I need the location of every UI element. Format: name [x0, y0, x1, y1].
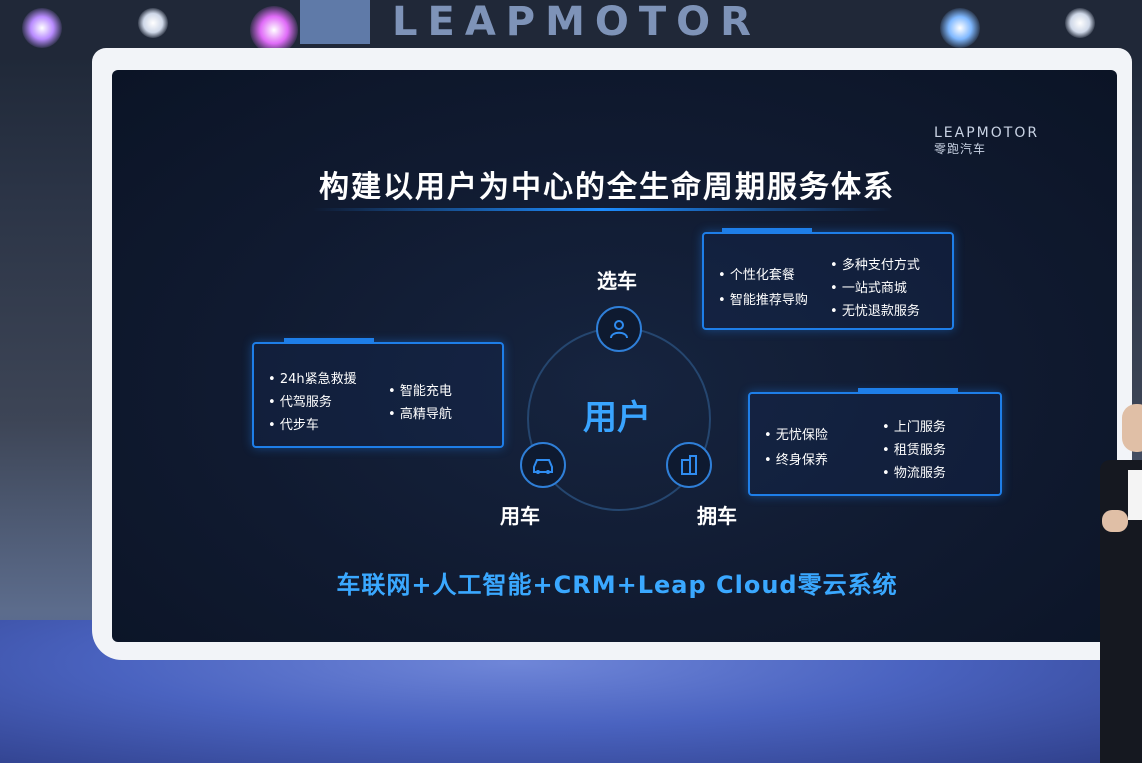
- stage-light-right: [940, 8, 980, 48]
- panel-select-tab: [722, 228, 812, 234]
- panel-own-tab: [858, 388, 958, 394]
- panel-use: 24h紧急救援 代驾服务 代步车 智能充电 高精导航: [252, 338, 504, 448]
- node-label-select: 选车: [597, 269, 637, 293]
- car-icon: [520, 442, 566, 488]
- node-label-own: 拥车: [697, 504, 737, 528]
- panel-select-col1: 个性化套餐 智能推荐导购: [718, 264, 808, 308]
- brand-sign: LEAPMOTOR: [300, 0, 920, 45]
- list-item: 智能充电: [388, 380, 452, 399]
- center-label: 用户: [583, 398, 651, 438]
- screen-logo-cn: 零跑汽车: [934, 142, 987, 156]
- list-item: 24h紧急救援: [268, 368, 357, 387]
- list-item: 终身保养: [764, 449, 828, 468]
- node-label-use: 用车: [500, 504, 540, 528]
- stage-light-purple: [250, 6, 298, 54]
- brand-sign-text: LEAPMOTOR: [392, 0, 761, 45]
- slide-footer: 车联网+人工智能+CRM+Leap Cloud零云系统: [336, 571, 898, 599]
- list-item: 智能推荐导购: [718, 289, 808, 308]
- panel-own-col1: 无忧保险 终身保养: [764, 424, 828, 468]
- list-item: 个性化套餐: [718, 264, 808, 283]
- list-item: 上门服务: [882, 416, 946, 435]
- list-item: 代步车: [268, 414, 357, 433]
- panel-use-col2: 智能充电 高精导航: [388, 380, 452, 422]
- panel-select: 个性化套餐 智能推荐导购 多种支付方式 一站式商城 无忧退款服务: [702, 228, 954, 330]
- list-item: 高精导航: [388, 403, 452, 422]
- brand-sign-logo: [300, 0, 370, 44]
- list-item: 代驾服务: [268, 391, 357, 410]
- panel-own: 无忧保险 终身保养 上门服务 租赁服务 物流服务: [748, 388, 1002, 496]
- list-item: 无忧保险: [764, 424, 828, 443]
- presenter-shirt: [1128, 470, 1142, 520]
- panel-use-tab: [284, 338, 374, 344]
- screen-logo: LEAPMOTOR 零跑汽车: [934, 125, 1039, 157]
- people-icon: [596, 306, 642, 352]
- list-item: 多种支付方式: [830, 254, 920, 273]
- stage-light-spot: [138, 8, 168, 38]
- panel-own-col2: 上门服务 租赁服务 物流服务: [882, 416, 946, 481]
- presenter-hand: [1102, 510, 1128, 532]
- panel-select-col2: 多种支付方式 一站式商城 无忧退款服务: [830, 254, 920, 319]
- title-underline: [312, 208, 892, 211]
- stage-light-spot-right: [1065, 8, 1095, 38]
- screen-logo-en: LEAPMOTOR: [934, 125, 1040, 141]
- building-icon: [666, 442, 712, 488]
- panel-use-col1: 24h紧急救援 代驾服务 代步车: [268, 368, 357, 433]
- presentation-screen: LEAPMOTOR 零跑汽车 构建以用户为中心的全生命周期服务体系 用户 选车 …: [112, 70, 1117, 642]
- list-item: 租赁服务: [882, 439, 946, 458]
- list-item: 一站式商城: [830, 277, 920, 296]
- list-item: 无忧退款服务: [830, 300, 920, 319]
- slide-title: 构建以用户为中心的全生命周期服务体系: [319, 170, 895, 205]
- presenter-head: [1122, 404, 1142, 452]
- stage-light-left: [22, 8, 62, 48]
- list-item: 物流服务: [882, 462, 946, 481]
